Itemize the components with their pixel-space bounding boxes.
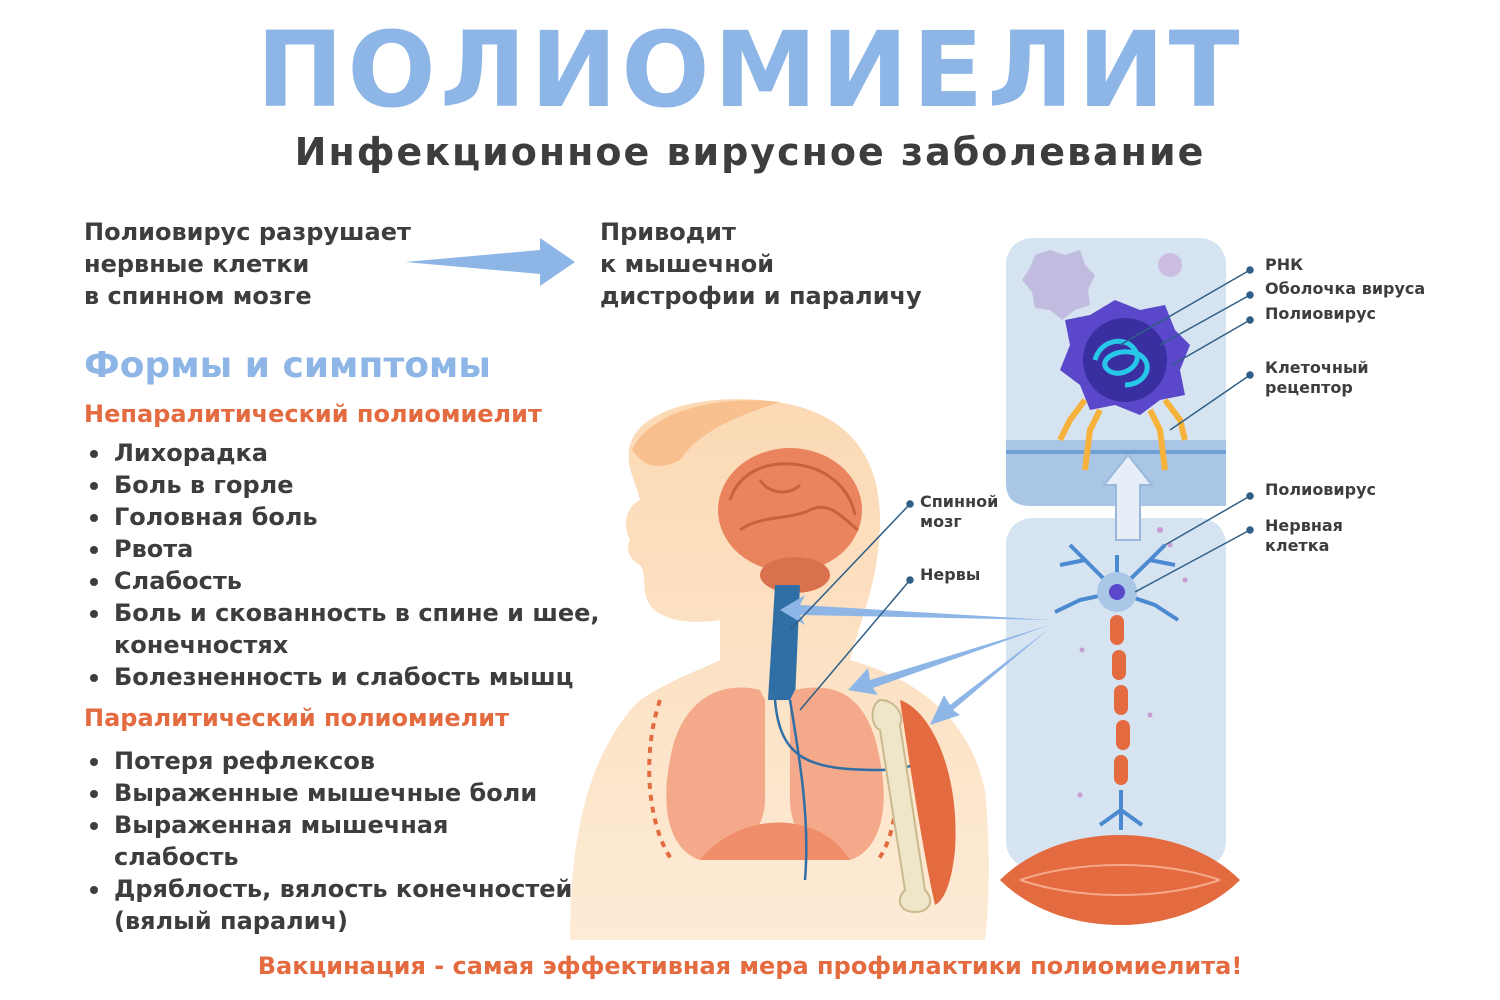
intro-effect-line: Приводит: [600, 218, 736, 246]
label-cell-receptor: Клеточный рецептор: [1265, 358, 1369, 398]
pointer-arrow-icon: [780, 595, 1050, 725]
label-spinal-cord-line: мозг: [920, 512, 962, 531]
label-poliovirus-top: Полиовирус: [1265, 304, 1377, 323]
page-subtitle: Инфекционное вирусное заболевание: [294, 130, 1206, 174]
list-item: Лихорадка: [84, 437, 634, 469]
intro-cause-line: Полиовирус разрушает: [84, 218, 411, 246]
paralytic-heading: Паралитический полиомиелит: [84, 704, 510, 732]
poliovirus-icon: [1060, 300, 1190, 415]
intro-effect: Приводит к мышечной дистрофии и параличу: [600, 216, 922, 312]
label-nerve-cell: Нервная клетка: [1265, 516, 1343, 556]
label-virus-shell: Оболочка вируса: [1265, 279, 1426, 298]
label-poliovirus-bottom: Полиовирус: [1265, 480, 1377, 499]
muscle-icon: [1000, 835, 1240, 925]
intro-effect-line: к мышечной: [600, 250, 775, 278]
virus-bg-icon: [1022, 250, 1095, 320]
nerve-path: [788, 699, 808, 881]
neuron-icon: [1054, 543, 1180, 830]
list-item: Болезненность и слабость мышц: [84, 661, 634, 693]
list-item: Слабость: [84, 565, 634, 597]
label-spinal-cord-line: Спинной: [920, 492, 999, 511]
list-item: Боль в горле: [84, 469, 634, 501]
nonparalytic-list: Лихорадка Боль в горле Головная боль Рво…: [84, 437, 634, 693]
arm-bone-icon: [871, 698, 932, 914]
intro-cause-line: в спинном мозге: [84, 282, 312, 310]
intro-arrow-icon: [405, 238, 575, 286]
arm-muscle-icon: [900, 700, 956, 905]
label-cell-receptor-line: рецептор: [1265, 378, 1353, 397]
list-item: Боль и скованность в спине и шее, конечн…: [84, 597, 634, 661]
intro-cause-line: нервные клетки: [84, 250, 310, 278]
list-item: Дряблость, вялость конечностей (вялый па…: [84, 873, 574, 937]
cell-receptor-icon: [1057, 398, 1188, 471]
list-item: Потеря рефлексов: [84, 745, 574, 777]
forms-title: Формы и симптомы: [84, 345, 491, 386]
virus-particles: [1077, 527, 1188, 798]
lungs-icon: [647, 687, 900, 862]
label-spinal-cord: Спинной мозг: [920, 492, 998, 532]
list-item: Выраженная мышечная слабость: [84, 809, 494, 873]
list-item: Головная боль: [84, 501, 634, 533]
nonparalytic-heading: Непаралитический полиомиелит: [84, 400, 542, 428]
page-title: ПОЛИОМИЕЛИТ: [256, 9, 1244, 131]
intro-effect-line: дистрофии и параличу: [600, 282, 922, 310]
list-item: Рвота: [84, 533, 634, 565]
label-cell-receptor-line: Клеточный: [1265, 358, 1369, 377]
intro-cause: Полиовирус разрушает нервные клетки в сп…: [84, 216, 411, 312]
label-nerve-cell-line: клетка: [1265, 536, 1330, 555]
up-arrow-icon: [1101, 453, 1155, 541]
vaccination-footer: Вакцинация - самая эффективная мера проф…: [257, 952, 1243, 980]
label-nerves: Нервы: [920, 565, 981, 584]
brain-icon: [718, 448, 862, 593]
label-nerve-cell-line: Нервная: [1265, 516, 1343, 535]
label-rna: РНК: [1265, 255, 1304, 274]
list-item: Выраженные мышечные боли: [84, 777, 574, 809]
paralytic-list: Потеря рефлексов Выраженные мышечные бол…: [84, 745, 574, 937]
